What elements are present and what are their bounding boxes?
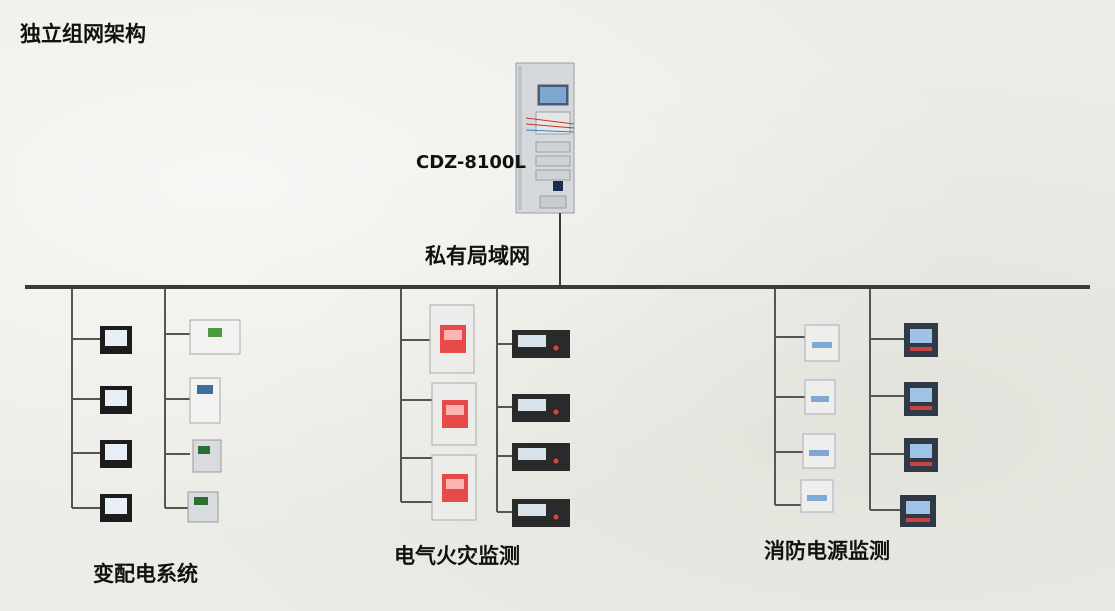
power-meter-icon bbox=[100, 326, 132, 522]
group-label-power-distribution: 变配电系统 bbox=[93, 562, 198, 586]
group-label-fire-power: 消防电源监测 bbox=[764, 539, 890, 563]
panel-fire-monitor-icon bbox=[512, 330, 570, 527]
diagram-title: 独立组网架构 bbox=[20, 22, 146, 46]
server-model-label: CDZ-8100L bbox=[416, 152, 526, 173]
din-rail-power-sensor-icon bbox=[800, 324, 840, 513]
din-rail-fire-detector-icon bbox=[429, 304, 477, 521]
group-power-distribution-wiring bbox=[71, 289, 190, 509]
protection-relay-icon bbox=[187, 319, 241, 523]
group-label-electrical-fire: 电气火灾监测 bbox=[394, 544, 520, 568]
server-cabinet-icon bbox=[515, 62, 575, 214]
group-fire-power-wiring bbox=[774, 289, 904, 511]
power-monitor-panel-icon bbox=[900, 323, 938, 527]
network-label: 私有局域网 bbox=[425, 244, 530, 268]
group-electrical-fire-wiring bbox=[400, 289, 512, 513]
